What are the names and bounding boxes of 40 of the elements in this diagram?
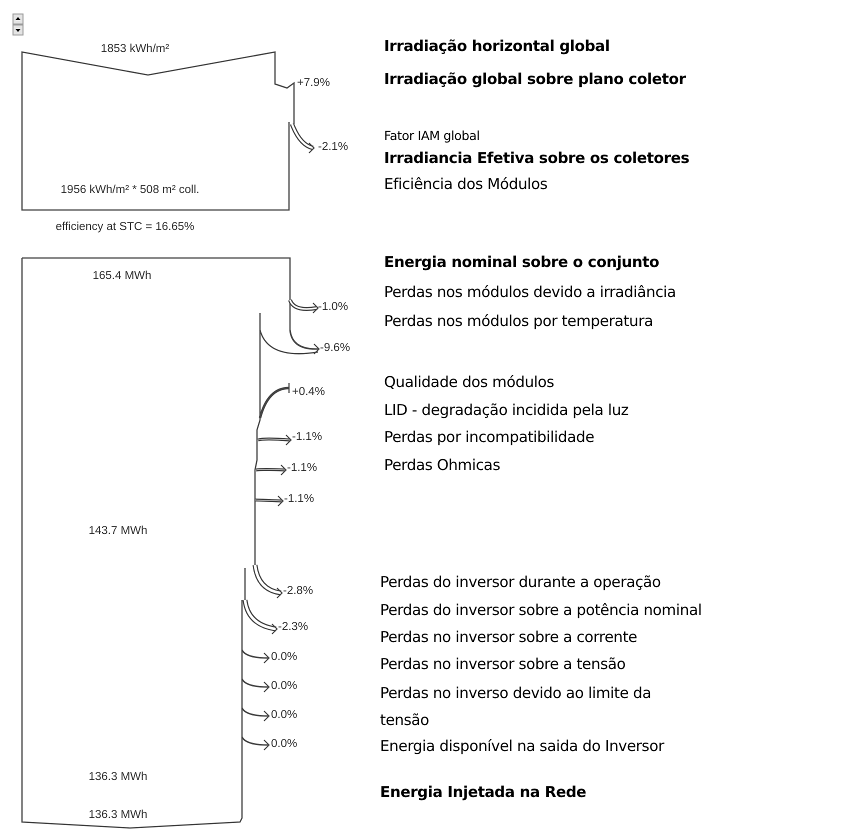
step-label: LID - degradação incidida pela luz	[384, 402, 628, 420]
step-label: Perdas nos módulos por temperatura	[384, 313, 653, 331]
energy-value: 1853 kWh/m²	[100, 43, 170, 57]
percent-value: -2.8%	[283, 585, 314, 599]
percent-value: -2.3%	[278, 621, 308, 635]
percent-value: 0.0%	[271, 709, 298, 723]
step-label: Perdas do inversor sobre a potência nominal	[380, 602, 702, 620]
percent-value: -9.6%	[320, 342, 350, 356]
percent-value: -1.1%	[292, 431, 322, 445]
percent-value: +0.4%	[292, 386, 325, 400]
percent-value: +7.9%	[297, 77, 330, 91]
step-label: Perdas no inversor sobre a tensão	[380, 656, 626, 674]
percent-value: 0.0%	[271, 651, 298, 665]
step-label: Irradiação global sobre plano coletor	[384, 71, 686, 89]
percent-value: -1.0%	[318, 301, 348, 315]
percent-value: -1.1%	[287, 462, 318, 476]
percent-value: 0.0%	[271, 680, 298, 694]
step-label: Energia nominal sobre o conjunto	[384, 254, 660, 272]
step-label: Fator IAM global	[384, 128, 480, 144]
energy-value: 136.3 MWh	[88, 771, 148, 785]
energy-value: efficiency at STC = 16.65%	[56, 221, 194, 235]
step-label: Perdas no inversor sobre a corrente	[380, 629, 638, 647]
energy-value: 143.7 MWh	[88, 525, 148, 539]
energy-value: 136.3 MWh	[88, 809, 148, 823]
step-label: Perdas por incompatibilidade	[384, 429, 594, 447]
step-label: Perdas Ohmicas	[384, 457, 500, 475]
percent-value: -2.1%	[318, 141, 348, 155]
step-label: Perdas no inverso devido ao limite da tensão	[380, 683, 652, 731]
percent-value: 0.0%	[271, 738, 298, 752]
energy-value: 1956 kWh/m² * 508 m² coll.	[60, 184, 200, 198]
step-label: Qualidade dos módulos	[384, 374, 554, 392]
step-label: Irradiação horizontal global	[384, 38, 610, 56]
step-label: Energia Injetada na Rede	[380, 784, 586, 802]
step-label: Eficiência dos Módulos	[384, 176, 548, 194]
energy-value: 165.4 MWh	[92, 270, 152, 284]
step-label: Perdas nos módulos devido a irradiância	[384, 284, 676, 302]
step-label: Energia disponível na saida do Inversor	[380, 738, 664, 756]
step-label: Irradiancia Efetiva sobre os coletores	[384, 150, 690, 168]
percent-value: -1.1%	[284, 493, 314, 507]
step-label: Perdas do inversor durante a operação	[380, 574, 661, 592]
